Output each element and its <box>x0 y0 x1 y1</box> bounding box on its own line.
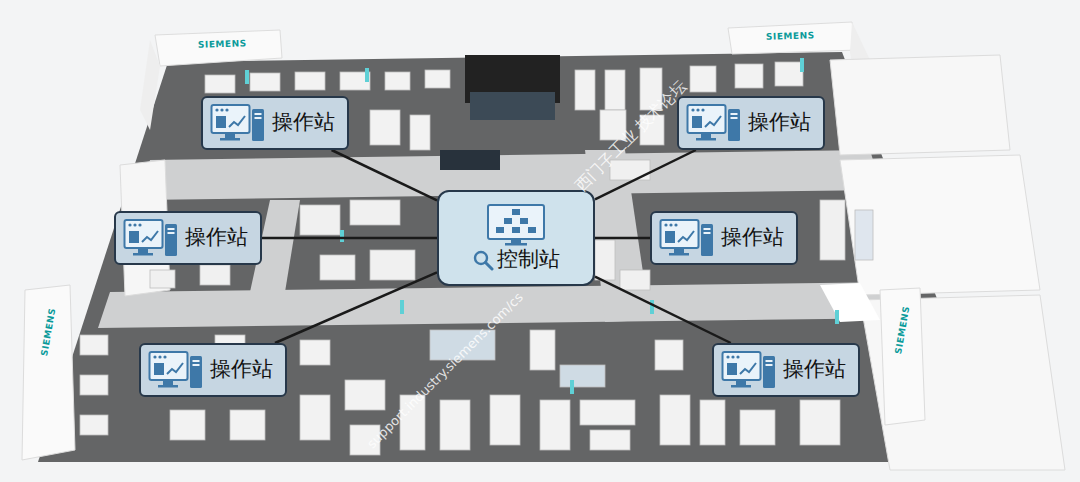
operator-station-box: 操作站 <box>114 211 262 265</box>
connector-line <box>595 238 650 239</box>
operator-station-icon <box>686 103 742 143</box>
operator-station-icon <box>210 103 266 143</box>
brand-logo: SIEMENS <box>198 38 247 50</box>
brand-logo: SIEMENS <box>766 30 815 42</box>
operator-station-icon <box>148 350 204 390</box>
operator-station-box: 操作站 <box>139 343 287 397</box>
operator-station-icon <box>659 218 715 258</box>
connector-line <box>275 272 437 343</box>
connector-line <box>262 238 437 239</box>
station-name: 操作站 <box>721 225 784 250</box>
operator-station-box: 操作站 <box>677 96 825 150</box>
operator-station-icon <box>721 350 777 390</box>
connector-line <box>332 150 437 200</box>
operator-station-box: 操作站 <box>201 96 349 150</box>
connector-line <box>595 277 731 343</box>
control-station-icon <box>485 203 547 247</box>
operator-station-icon <box>123 218 179 258</box>
control-station-box: 控制站 <box>437 190 595 286</box>
operator-station-box: 操作站 <box>712 343 860 397</box>
station-name: 控制站 <box>497 247 560 272</box>
operator-station-box: 操作站 <box>650 211 798 265</box>
station-name: 操作站 <box>748 110 811 135</box>
station-name: 操作站 <box>185 225 248 250</box>
station-name: 操作站 <box>210 357 273 382</box>
station-name: 操作站 <box>783 357 846 382</box>
station-name: 操作站 <box>272 110 335 135</box>
magnifier-icon <box>472 249 494 271</box>
